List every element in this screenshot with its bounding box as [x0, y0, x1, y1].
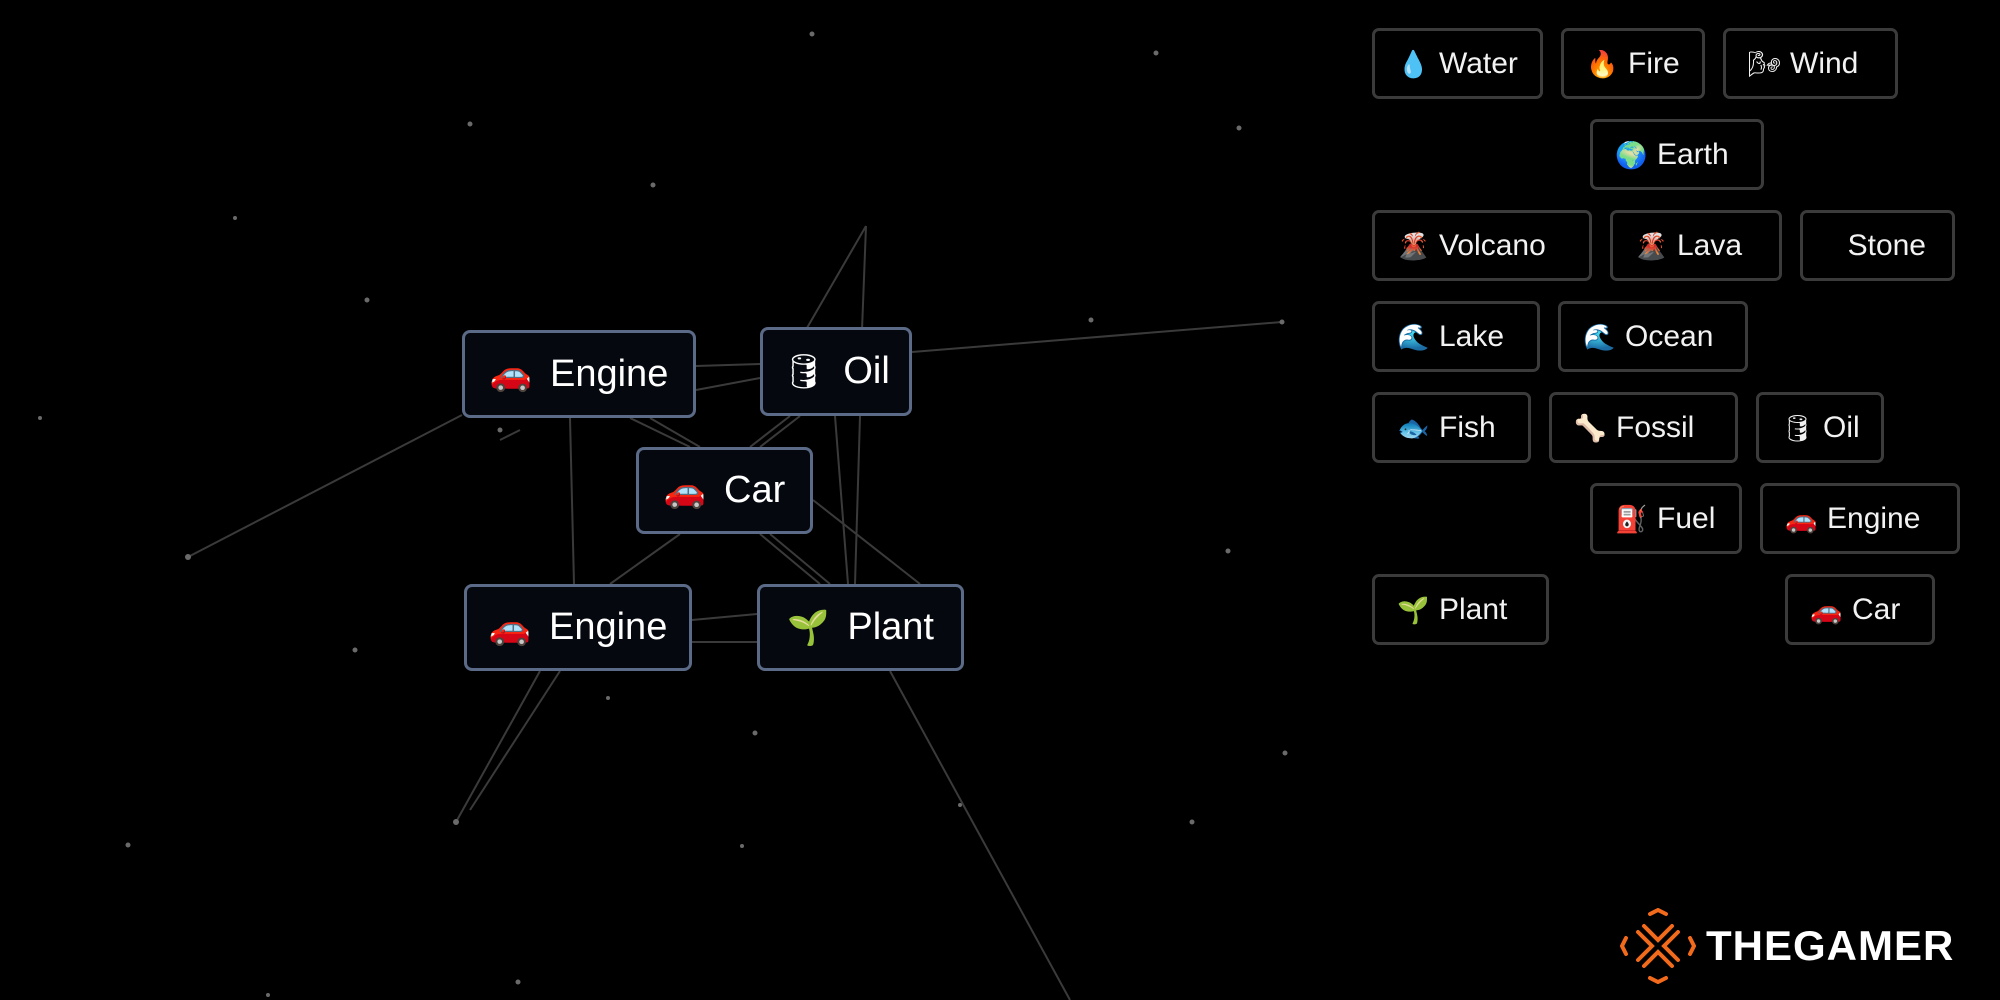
fish-icon: 🐟 [1397, 412, 1430, 443]
inventory-item-stone[interactable]: Stone [1800, 210, 1955, 281]
inventory-item-earth[interactable]: 🌍 Earth [1590, 119, 1764, 190]
fire-icon: 🔥 [1586, 48, 1619, 79]
car-icon: 🚗 [489, 355, 532, 393]
element-label: Plant [847, 606, 934, 648]
inventory-item-car[interactable]: 🚗 Car [1785, 574, 1935, 645]
element-label: Engine [550, 352, 669, 395]
item-label: Lava [1677, 228, 1743, 262]
item-label: Oil [1823, 410, 1860, 444]
item-label: Fuel [1657, 501, 1716, 535]
inventory-item-fuel[interactable]: ⛽ Fuel [1590, 483, 1742, 554]
item-label: Lake [1439, 319, 1505, 353]
element-label: Engine [549, 606, 668, 648]
item-label: Volcano [1439, 228, 1546, 262]
wave-icon: 🌊 [1583, 321, 1616, 352]
inventory-item-lava[interactable]: 🌋 Lava [1610, 210, 1782, 281]
canvas-element-car[interactable]: 🚗 Car [636, 447, 813, 534]
canvas-element-engine[interactable]: 🚗 Engine [464, 584, 692, 671]
oil-drum-icon: 🛢 [782, 352, 826, 391]
canvas-element-engine[interactable]: 🚗 Engine [462, 330, 696, 418]
inventory-item-water[interactable]: 💧 Water [1372, 28, 1543, 99]
volcano-icon: 🌋 [1635, 230, 1668, 261]
item-label: Ocean [1625, 319, 1714, 353]
item-label: Engine [1827, 501, 1921, 535]
wind-face-icon: 🌬 [1748, 48, 1782, 79]
item-label: Plant [1439, 592, 1508, 626]
item-label: Fish [1439, 410, 1496, 444]
element-label: Oil [843, 350, 890, 392]
star-dots [38, 31, 1288, 997]
inventory-item-engine[interactable]: 🚗 Engine [1760, 483, 1960, 554]
globe-icon: 🌍 [1615, 139, 1648, 170]
inventory-item-fire[interactable]: 🔥 Fire [1561, 28, 1705, 99]
car-icon: 🚗 [1810, 594, 1843, 625]
item-label: Car [1852, 592, 1901, 626]
inventory-item-ocean[interactable]: 🌊 Ocean [1558, 301, 1748, 372]
car-icon: 🚗 [663, 471, 707, 510]
thegamer-watermark: THEGAMER [1620, 908, 1954, 984]
item-label: Fossil [1616, 410, 1695, 444]
inventory-item-plant[interactable]: 🌱 Plant [1372, 574, 1549, 645]
seedling-icon: 🌱 [1397, 594, 1430, 625]
canvas-element-plant[interactable]: 🌱 Plant [757, 584, 964, 671]
volcano-icon: 🌋 [1397, 230, 1430, 261]
item-label: Water [1439, 46, 1518, 80]
thegamer-wordmark: THEGAMER [1706, 922, 1955, 969]
item-label: Stone [1847, 228, 1926, 262]
thegamer-logo-icon [1620, 908, 1696, 984]
item-label: Wind [1790, 46, 1859, 80]
fuel-pump-icon: ⛽ [1615, 503, 1648, 534]
canvas-element-oil[interactable]: 🛢 Oil [760, 327, 912, 416]
oil-drum-icon: 🛢 [1781, 412, 1815, 443]
inventory-item-volcano[interactable]: 🌋 Volcano [1372, 210, 1592, 281]
inventory-item-fossil[interactable]: 🦴 Fossil [1549, 392, 1738, 463]
inventory-item-fish[interactable]: 🐟 Fish [1372, 392, 1531, 463]
item-label: Fire [1628, 46, 1680, 80]
wave-icon: 🌊 [1397, 321, 1430, 352]
connection-lines [187, 225, 1283, 1000]
inventory-item-oil[interactable]: 🛢 Oil [1756, 392, 1884, 463]
droplet-icon: 💧 [1397, 48, 1430, 79]
inventory-item-wind[interactable]: 🌬 Wind [1723, 28, 1898, 99]
bone-icon: 🦴 [1574, 412, 1607, 443]
car-icon: 🚗 [1785, 503, 1818, 534]
element-label: Car [724, 469, 786, 511]
car-icon: 🚗 [488, 608, 531, 647]
element-inventory: 💧 Water 🔥 Fire 🌬 Wind 🌍 Earth 🌋 Volcano 🌋 Lava… [1372, 28, 1982, 645]
inventory-item-lake[interactable]: 🌊 Lake [1372, 301, 1540, 372]
seedling-icon: 🌱 [787, 608, 830, 647]
item-label: Earth [1657, 137, 1729, 171]
